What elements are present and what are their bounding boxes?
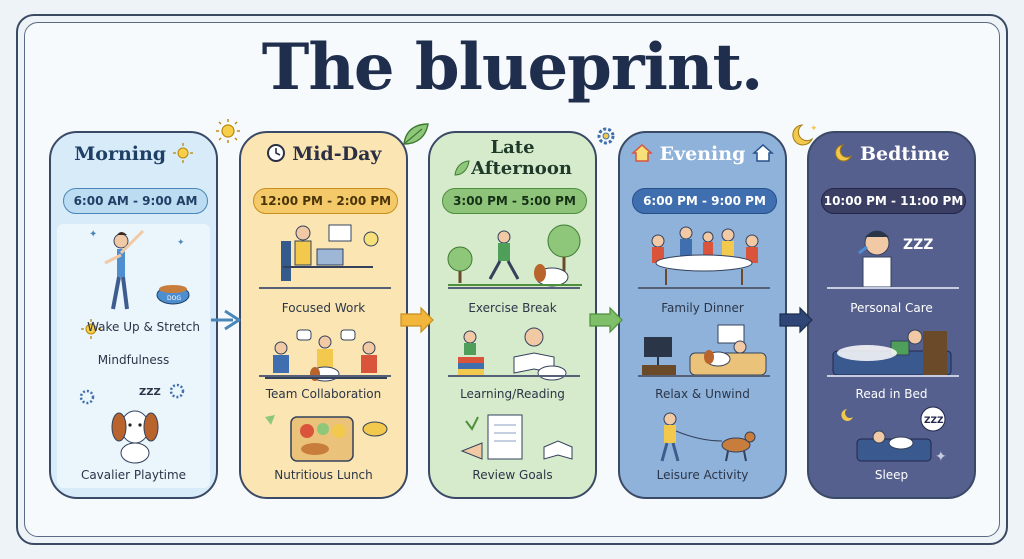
activity-leisure-activity: Leisure Activity <box>656 468 749 482</box>
svg-text:✦: ✦ <box>935 449 947 465</box>
moon-icon <box>835 144 853 162</box>
sun-icon <box>172 143 193 163</box>
exercise-illustration <box>447 224 582 287</box>
gear-icon <box>597 127 615 145</box>
late-afternoon-heading: Late Afternoon <box>430 137 595 179</box>
gear-icon <box>79 389 95 405</box>
sleep-illustration: ZZZ ✦ <box>841 406 947 465</box>
evening-column: Evening 6:00 PM - 9:00 PM Family Dinner … <box>618 131 787 499</box>
gear-icon <box>169 383 185 399</box>
late-afternoon-column: Late Afternoon 3:00 PM - 5:00 PM Exercis… <box>428 131 597 499</box>
outer-frame <box>16 14 1008 545</box>
morning-time-badge: 6:00 AM - 9:00 AM <box>63 188 208 214</box>
arrow-right-icon <box>211 309 241 331</box>
activity-wake-up: Wake Up & Stretch <box>87 320 200 334</box>
bedtime-heading: Bedtime <box>809 143 974 165</box>
cavalier-dog-illustration: ZZZ <box>79 383 185 464</box>
reading-illustration <box>458 327 567 381</box>
family-dinner-illustration <box>651 226 759 285</box>
activity-cavalier-playtime: Cavalier Playtime <box>80 468 187 482</box>
activity-read-in-bed: Read in Bed <box>855 387 928 401</box>
activity-relax-unwind: Relax & Unwind <box>655 387 750 401</box>
house-icon <box>752 143 774 162</box>
stretching-person-illustration: DOG ✦ ✦ <box>89 229 190 310</box>
divider <box>448 375 580 377</box>
activity-learning-reading: Learning/Reading <box>460 387 565 401</box>
clock-icon <box>266 144 285 162</box>
activity-exercise-break: Exercise Break <box>468 301 557 315</box>
bedtime-column: Bedtime 10:00 PM - 11:00 PM ZZZ Personal… <box>807 131 976 499</box>
midday-column: Mid-Day 12:00 PM - 2:00 PM Focused Work … <box>239 131 408 499</box>
divider <box>638 287 770 289</box>
activity-team-collaboration: Team Collaboration <box>265 387 382 401</box>
morning-column: Morning 6:00 AM - 9:00 AM DOG ✦ ✦ Wake U… <box>49 131 218 499</box>
divider <box>259 375 391 377</box>
svg-text:ZZZ: ZZZ <box>903 237 933 253</box>
dog-walk-illustration <box>660 412 756 462</box>
leaf-icon <box>454 160 470 176</box>
midday-time-badge: 12:00 PM - 2:00 PM <box>253 188 398 214</box>
activity-nutritious-lunch: Nutritious Lunch <box>274 468 373 482</box>
svg-text:✦: ✦ <box>89 229 97 240</box>
page-title: The blueprint. <box>261 30 764 105</box>
activity-mindfulness: Mindfulness <box>97 353 170 367</box>
activity-review-goals: Review Goals <box>472 468 553 482</box>
arrow-right-icon <box>779 306 813 334</box>
team-collaboration-illustration <box>265 329 387 382</box>
svg-text:ZZZ: ZZZ <box>924 416 944 426</box>
activity-sleep: Sleep <box>874 468 909 482</box>
leaf-icon <box>403 123 429 145</box>
divider <box>827 287 959 289</box>
house-icon <box>631 143 653 162</box>
activity-focused-work: Focused Work <box>281 301 366 315</box>
lunch-illustration <box>265 415 388 462</box>
divider <box>638 375 770 377</box>
evening-heading: Evening <box>620 143 785 165</box>
focused-work-illustration <box>281 224 379 281</box>
arrow-right-icon <box>589 306 623 334</box>
late-afternoon-time-badge: 3:00 PM - 5:00 PM <box>442 188 587 214</box>
svg-text:✦: ✦ <box>810 124 818 134</box>
sun-icon <box>81 319 101 339</box>
sun-icon <box>216 119 240 143</box>
svg-text:✦: ✦ <box>177 238 185 248</box>
divider <box>448 287 580 289</box>
morning-heading: Morning <box>51 143 216 165</box>
review-goals-illustration <box>460 414 573 460</box>
personal-care-illustration: ZZZ <box>858 230 933 288</box>
activity-family-dinner: Family Dinner <box>661 301 744 315</box>
bedtime-time-badge: 10:00 PM - 11:00 PM <box>821 188 966 214</box>
evening-time-badge: 6:00 PM - 9:00 PM <box>632 188 777 214</box>
activity-personal-care: Personal Care <box>850 301 933 315</box>
arrow-right-icon <box>400 306 434 334</box>
divider <box>259 287 391 289</box>
read-in-bed-illustration <box>832 329 952 376</box>
svg-text:ZZZ: ZZZ <box>139 387 161 398</box>
svg-text:DOG: DOG <box>167 295 181 302</box>
moon-stars-icon: ✦ <box>792 124 818 146</box>
divider <box>827 375 959 377</box>
relax-illustration <box>642 324 767 377</box>
midday-heading: Mid-Day <box>241 143 406 165</box>
